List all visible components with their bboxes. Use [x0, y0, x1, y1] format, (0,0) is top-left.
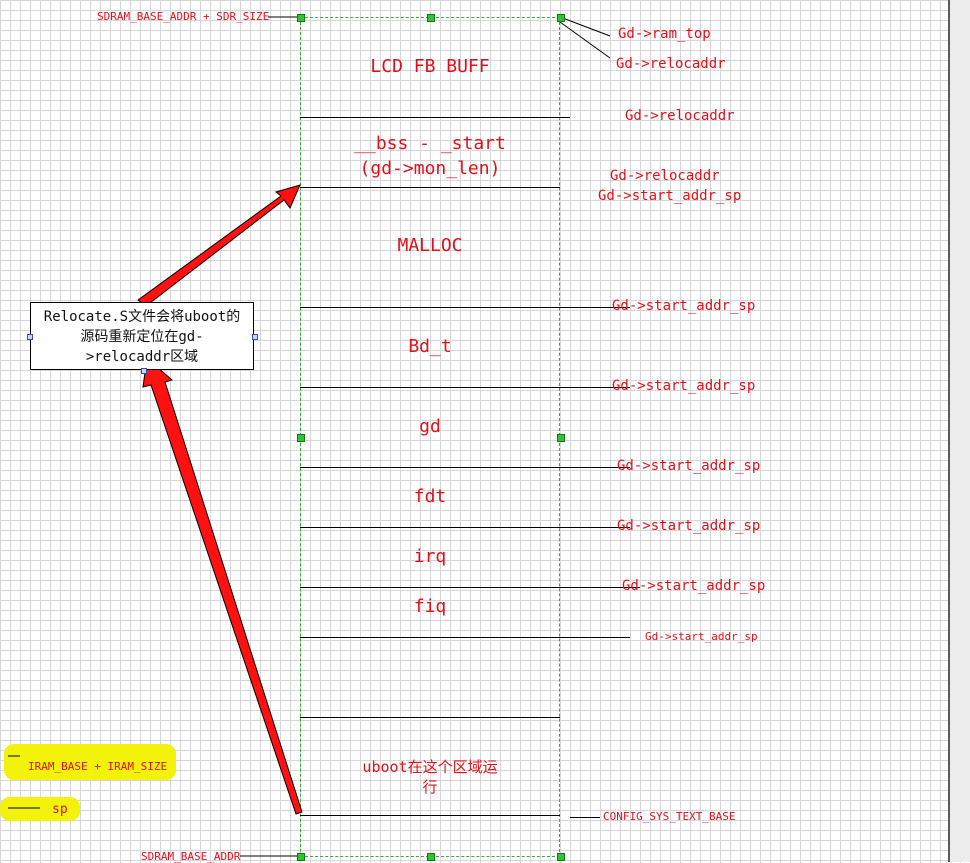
label-start-addr-sp-7: Gd->start_addr_sp: [645, 630, 758, 643]
section-lcd-fb-buff: LCD FB BUFF: [370, 56, 490, 77]
separator-bss: [300, 187, 560, 188]
separator-fdt: [300, 527, 630, 528]
label-start-addr-sp-4: Gd->start_addr_sp: [617, 458, 761, 474]
separator-malloc: [300, 307, 630, 308]
note-line2: 源码重新定位在gd-: [80, 329, 204, 345]
right-panel-edge: [948, 0, 950, 862]
relocate-note: Relocate.S文件会将uboot的 源码重新定位在gd- >relocad…: [30, 302, 254, 370]
handle-top-left[interactable]: [297, 14, 305, 22]
label-relocaddr-1: Gd->relocaddr: [616, 56, 726, 72]
section-bss-line2: (gd->mon_len): [359, 158, 501, 179]
note-line1: Relocate.S文件会将uboot的: [43, 309, 241, 325]
label-start-addr-sp-6: Gd->start_addr_sp: [622, 578, 766, 594]
note-handle-left[interactable]: [27, 334, 33, 340]
note-handle-bottom[interactable]: [141, 368, 147, 374]
separator-bd: [300, 387, 630, 388]
section-uboot-line1: uboot在这个区域运: [362, 758, 498, 776]
label-ram-top: Gd->ram_top: [618, 26, 711, 42]
separator-empty: [300, 717, 560, 718]
separator-lcd: [300, 117, 570, 118]
handle-mid-right[interactable]: [557, 434, 565, 442]
ram-top-connector: [559, 16, 611, 37]
section-malloc: MALLOC: [397, 235, 463, 256]
note-handle-right[interactable]: [252, 334, 258, 340]
section-gd: gd: [419, 416, 441, 437]
highlight-sp: [0, 797, 80, 821]
label-start-addr-sp-1: Gd->start_addr_sp: [598, 188, 742, 204]
label-sdram-top: SDRAM_BASE_ADDR + SDR_SIZE: [97, 10, 270, 23]
section-fdt: fdt: [413, 486, 447, 507]
section-bd-t: Bd_t: [408, 336, 452, 357]
label-config-sys-text-base: CONFIG_SYS_TEXT_BASE: [603, 810, 736, 823]
handle-bottom-right[interactable]: [557, 853, 565, 861]
right-panel: [950, 0, 970, 862]
separator-uboot: [300, 815, 560, 816]
separator-gd: [300, 467, 630, 468]
section-uboot-line2: 行: [422, 778, 438, 796]
label-relocaddr-3: Gd->relocaddr: [610, 168, 720, 184]
section-irq: irq: [413, 546, 447, 567]
label-start-addr-sp-5: Gd->start_addr_sp: [617, 518, 761, 534]
handle-mid-left[interactable]: [297, 434, 305, 442]
label-relocaddr-2: Gd->relocaddr: [625, 108, 735, 124]
note-line3: >relocaddr区域: [85, 349, 199, 365]
section-fiq: fiq: [413, 596, 447, 617]
relocaddr-connector: [559, 21, 611, 59]
separator-fiq: [300, 637, 630, 638]
section-bss-line1: __bss - _start: [354, 133, 506, 154]
red-arrow-up-right: [137, 184, 301, 307]
handle-top-mid[interactable]: [427, 14, 435, 22]
handle-bottom-mid[interactable]: [427, 853, 435, 861]
separator-config-tick: [570, 817, 600, 818]
handle-bottom-left[interactable]: [297, 853, 305, 861]
label-start-addr-sp-3: Gd->start_addr_sp: [612, 378, 756, 394]
separator-irq: [300, 587, 640, 588]
label-sdram-base-addr: SDRAM_BASE_ADDR: [141, 850, 241, 863]
label-sp: sp: [52, 802, 68, 817]
label-iram-base: IRAM_BASE + IRAM_SIZE: [28, 760, 168, 773]
label-start-addr-sp-2: Gd->start_addr_sp: [612, 298, 756, 314]
handle-top-right[interactable]: [557, 14, 565, 22]
